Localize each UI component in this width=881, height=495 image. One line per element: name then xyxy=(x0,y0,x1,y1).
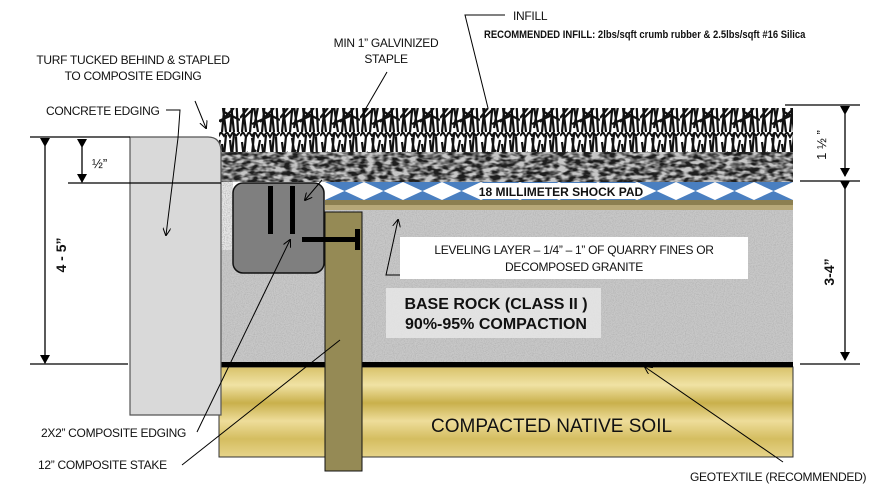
composite-edging-block xyxy=(232,182,325,274)
composite-stake xyxy=(324,211,363,472)
staple-leg-right xyxy=(290,186,295,234)
shock-pad-segment xyxy=(715,191,754,200)
label-leveling-line1: LEVELING LAYER – 1/4” – 1” OF QUARRY FIN… xyxy=(434,243,714,257)
label-staple-line2: STAPLE xyxy=(364,52,408,66)
dim-label-one-half: 1 ½ ” xyxy=(814,130,829,160)
dim-label-three-four: 3-4” xyxy=(821,258,837,285)
shock-pad-segment xyxy=(403,182,442,191)
shock-pad-segment xyxy=(403,191,442,200)
label-geotextile: GEOTEXTILE (RECOMMENDED) xyxy=(690,470,866,484)
geotextile-layer xyxy=(219,362,793,367)
shock-pad-segment xyxy=(364,191,403,200)
infill-rubber-layer xyxy=(219,152,793,182)
label-base-rock-line2: 90%-95% COMPACTION xyxy=(405,316,587,333)
leader-geotextile xyxy=(645,367,784,463)
shock-pad-segment xyxy=(676,182,715,191)
leader-turf-tucked xyxy=(194,100,206,128)
label-turf-tucked-line1: TURF TUCKED BEHIND & STAPLED xyxy=(36,53,230,67)
leveling-label-box xyxy=(400,237,748,279)
shock-pad-segment xyxy=(364,182,403,191)
native-soil-layer xyxy=(218,366,794,458)
label-composite-stake: 12” COMPOSITE STAKE xyxy=(38,458,167,472)
leader-infill xyxy=(464,14,505,109)
label-base-rock-line1: BASE ROCK (CLASS II ) xyxy=(404,296,587,313)
base-rock-label-box xyxy=(386,288,601,338)
stake-bolt xyxy=(302,237,357,242)
leader-concrete-edging xyxy=(166,109,181,139)
dimension-lines-left xyxy=(30,136,221,365)
leader-lines xyxy=(166,14,784,466)
label-leveling-line2: DECOMPOSED GRANITE xyxy=(505,260,643,274)
leader-composite-edging xyxy=(196,240,290,433)
shock-pad-layer xyxy=(325,182,793,200)
leader-concrete-arrow xyxy=(166,137,179,235)
label-concrete-edging: CONCRETE EDGING xyxy=(46,104,160,118)
stake-bolt-head xyxy=(355,229,360,250)
staple-leg-left xyxy=(268,186,273,234)
concrete-edging xyxy=(129,136,222,416)
label-native-soil: COMPACTED NATIVE SOIL xyxy=(431,416,672,437)
leader-composite-stake xyxy=(181,339,341,466)
shock-pad-segment xyxy=(754,191,793,200)
label-composite-edging: 2X2” COMPOSITE EDGING xyxy=(41,426,186,440)
shock-pad-segment xyxy=(637,191,676,200)
label-staple-line1: MIN 1” GALVINIZED xyxy=(334,36,439,50)
label-recommended-infill: RECOMMENDED INFILL: 2lbs/sqft crumb rubb… xyxy=(484,29,806,41)
dimension-lines-right xyxy=(785,104,860,365)
dim-label-four-five: 4 - 5” xyxy=(53,237,69,272)
turf-tuck-strip xyxy=(221,182,233,250)
label-turf-tucked-line2: TO COMPOSITE EDGING xyxy=(65,69,202,83)
leader-leveling xyxy=(385,220,400,276)
shock-pad-segment xyxy=(637,182,676,191)
turf-blades-layer xyxy=(219,108,793,152)
shock-pad-segment xyxy=(325,191,364,200)
shock-pad-segment xyxy=(715,182,754,191)
label-infill: INFILL xyxy=(513,9,548,23)
leveling-layer xyxy=(325,200,793,210)
shock-pad-segment xyxy=(676,191,715,200)
shock-pad-segment xyxy=(325,182,364,191)
shock-pad-segment xyxy=(754,182,793,191)
label-shock-pad: 18 MILLIMETER SHOCK PAD xyxy=(479,185,644,199)
shock-pad-segment xyxy=(442,191,481,200)
leader-staple xyxy=(361,71,388,116)
dim-label-half-inch: ½” xyxy=(92,156,107,171)
shock-pad-segment xyxy=(442,182,481,191)
leader-shock-pad xyxy=(305,179,323,200)
